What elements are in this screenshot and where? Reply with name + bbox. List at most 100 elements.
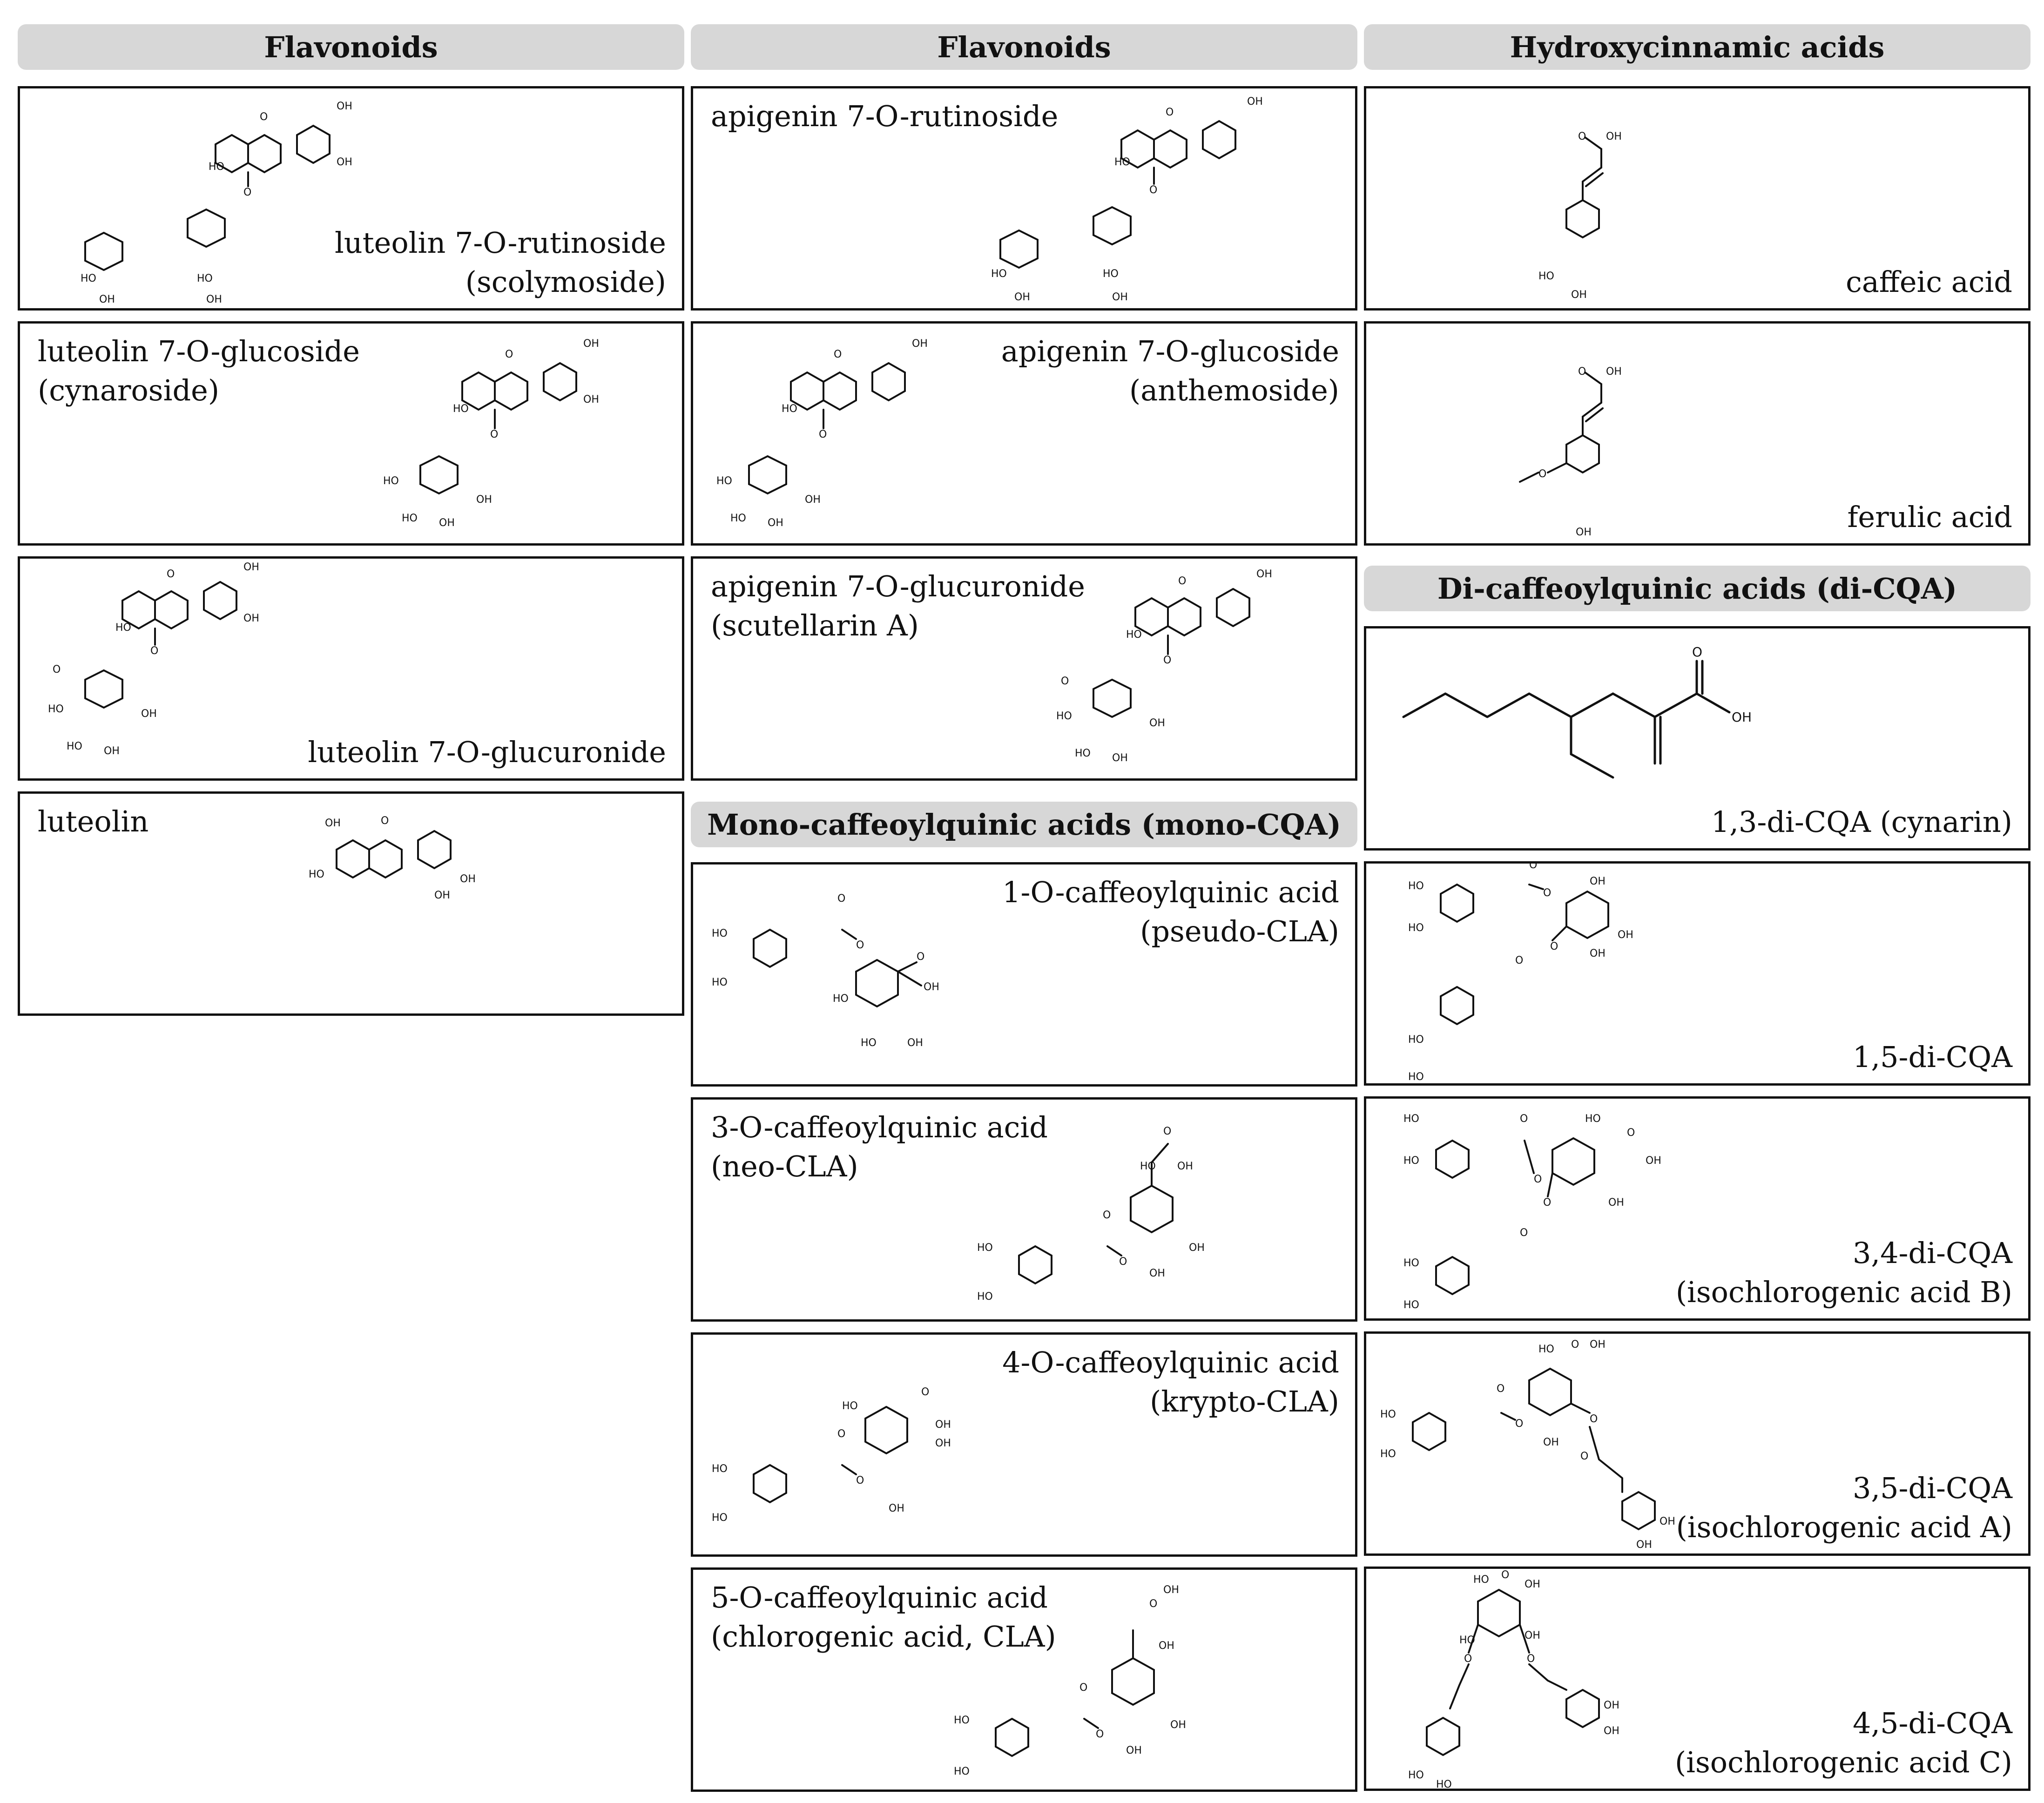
svg-text:OH: OH	[1646, 1155, 1661, 1167]
svg-text:O: O	[856, 1475, 864, 1486]
compound-card-5-o-caffeoylquinic-acid: 5-O-caffeoylquinic acid(chlorogenic acid…	[691, 1567, 1357, 1792]
svg-text:HO: HO	[197, 273, 213, 284]
svg-text:O: O	[53, 664, 61, 675]
svg-text:HO: HO	[712, 977, 728, 988]
svg-text:OH: OH	[1177, 1161, 1193, 1172]
svg-text:O: O	[1119, 1256, 1127, 1268]
compound-card-luteolin-7-o-rutinoside: HO O OH OH O HO OH HO OH luteolin 7-O-ru…	[18, 86, 684, 311]
svg-text:OH: OH	[1732, 709, 1752, 725]
svg-text:O: O	[1515, 955, 1523, 966]
svg-text:OH: OH	[805, 494, 821, 506]
compound-name: 1-O-caffeoylquinic acid(pseudo-CLA)	[1002, 875, 1339, 948]
svg-text:OH: OH	[1112, 291, 1128, 303]
structure-4-5-di-cqa: HO O OH HO OH O O HO HO OH OH	[1408, 1569, 1619, 1789]
svg-text:OH: OH	[434, 890, 450, 901]
svg-text:O: O	[1578, 131, 1586, 142]
structure-1-5-di-cqa: HO HO O O OH OH OH O O HO HO	[1408, 864, 1633, 1083]
svg-text:O: O	[917, 951, 924, 963]
compound-card-1-5-di-cqa: HO HO O O OH OH OH O O HO HO 1,5-di-CQA	[1364, 861, 2031, 1086]
svg-text:OH: OH	[1149, 717, 1165, 729]
svg-text:OH: OH	[1126, 1745, 1142, 1756]
svg-text:HO: HO	[81, 273, 96, 284]
structure-5-o-caffeoylquinic-acid: HO HO O O O OH OH OH OH	[954, 1584, 1186, 1777]
svg-text:OH: OH	[476, 494, 492, 506]
svg-text:HO: HO	[954, 1715, 970, 1726]
compound-card-3-o-caffeoylquinic-acid: 3-O-caffeoylquinic acid(neo-CLA) HO HO O…	[691, 1097, 1357, 1322]
svg-text:O: O	[837, 1428, 845, 1440]
svg-text:OH: OH	[1604, 1725, 1619, 1737]
svg-text:OH: OH	[1606, 131, 1622, 142]
svg-text:HO: HO	[209, 161, 224, 173]
svg-text:HO: HO	[1403, 1113, 1419, 1125]
svg-text:OH: OH	[325, 817, 341, 829]
svg-text:O: O	[1543, 887, 1551, 899]
svg-text:OH: OH	[460, 873, 476, 885]
svg-text:O: O	[1178, 575, 1186, 587]
svg-text:OH: OH	[1170, 1719, 1186, 1731]
svg-text:OH: OH	[141, 708, 157, 720]
svg-text:HO: HO	[1403, 1155, 1419, 1167]
compound-card-4-5-di-cqa: HO O OH HO OH O O HO HO OH OH 4,5-di-CQA…	[1364, 1567, 2031, 1791]
compound-name: luteolin	[38, 804, 149, 838]
compound-name: caffeic acid	[1846, 265, 2012, 299]
svg-text:HO: HO	[861, 1037, 877, 1049]
compound-card-apigenin-7-o-glucuronide: apigenin 7-O-glucuronide(scutellarin A) …	[691, 556, 1357, 781]
compound-name: 4-O-caffeoylquinic acid(krypto-CLA)	[1002, 1345, 1339, 1418]
svg-text:HO: HO	[712, 1512, 728, 1524]
svg-text:OH: OH	[104, 745, 120, 757]
svg-text:OH: OH	[1604, 1700, 1619, 1711]
svg-text:HO: HO	[716, 475, 732, 487]
svg-text:OH: OH	[337, 101, 352, 112]
svg-text:HO: HO	[977, 1291, 993, 1303]
svg-text:OH: OH	[935, 1438, 951, 1449]
compound-name: 4,5-di-CQA(isochlorogenic acid C)	[1674, 1706, 2012, 1779]
svg-text:OH: OH	[1112, 752, 1128, 764]
compound-name: 3-O-caffeoylquinic acid(neo-CLA)	[711, 1110, 1048, 1183]
svg-text:O: O	[381, 815, 389, 827]
svg-text:O: O	[1079, 1682, 1087, 1694]
structure-apigenin-7-o-glucoside: HO O OH O HO HO OH OH	[716, 338, 928, 529]
svg-text:O: O	[1571, 1339, 1579, 1351]
svg-text:HO: HO	[1140, 1161, 1156, 1172]
svg-text:O: O	[1538, 468, 1546, 480]
structure-3-5-di-cqa: HO HO O O HO O OH OH O O OH OH	[1380, 1339, 1675, 1551]
svg-text:O: O	[1103, 1209, 1111, 1221]
svg-text:O: O	[1464, 1653, 1472, 1665]
svg-text:O: O	[1534, 1174, 1542, 1185]
svg-text:HO: HO	[730, 513, 746, 524]
svg-text:OH: OH	[1014, 291, 1030, 303]
compound-name: ferulic acid	[1847, 500, 2012, 534]
structure-apigenin-7-o-glucuronide: HO O OH O O HO HO OH OH	[1056, 568, 1272, 764]
compound-name: 1,5-di-CQA	[1852, 1040, 2012, 1074]
column-header-hydroxycinnamic-acids: Hydroxycinnamic acids	[1364, 24, 2031, 70]
svg-text:OH: OH	[243, 613, 259, 624]
compound-name: apigenin 7-O-rutinoside	[711, 99, 1059, 133]
svg-text:OH: OH	[583, 394, 599, 405]
svg-text:O: O	[921, 1386, 929, 1398]
svg-text:HO: HO	[1408, 880, 1424, 892]
svg-text:OH: OH	[1149, 1268, 1165, 1279]
compound-card-1-3-di-cqa: O OH 1,3-di-CQA (cynarin)	[1364, 626, 2031, 851]
svg-text:HO: HO	[309, 869, 324, 880]
compound-name: luteolin 7-O-glucoside(cynaroside)	[38, 334, 360, 407]
section-header-di-cqa: Di-caffeoylquinic acids (di-CQA)	[1364, 566, 2031, 611]
svg-text:OH: OH	[1525, 1579, 1540, 1590]
svg-text:HO: HO	[977, 1242, 993, 1254]
svg-text:O: O	[1527, 1653, 1535, 1665]
svg-text:HO: HO	[1126, 629, 1142, 641]
structure-ferulic-acid: O OH O OH	[1519, 366, 1622, 538]
svg-text:HO: HO	[833, 993, 849, 1005]
svg-text:O: O	[1166, 107, 1174, 118]
svg-text:O: O	[1061, 675, 1069, 687]
svg-text:O: O	[834, 349, 842, 360]
svg-text:HO: HO	[115, 622, 131, 634]
svg-text:OH: OH	[1247, 96, 1263, 108]
svg-text:HO: HO	[1103, 268, 1119, 280]
svg-text:O: O	[1578, 366, 1586, 378]
svg-text:HO: HO	[67, 741, 82, 752]
svg-text:HO: HO	[1114, 156, 1130, 168]
svg-text:OH: OH	[912, 338, 928, 350]
compound-name: 3,5-di-CQA(isochlorogenic acid A)	[1676, 1471, 2012, 1544]
svg-text:OH: OH	[1618, 929, 1633, 941]
structure-luteolin-7-o-rutinoside: HO O OH OH O HO OH HO OH	[70, 101, 352, 305]
